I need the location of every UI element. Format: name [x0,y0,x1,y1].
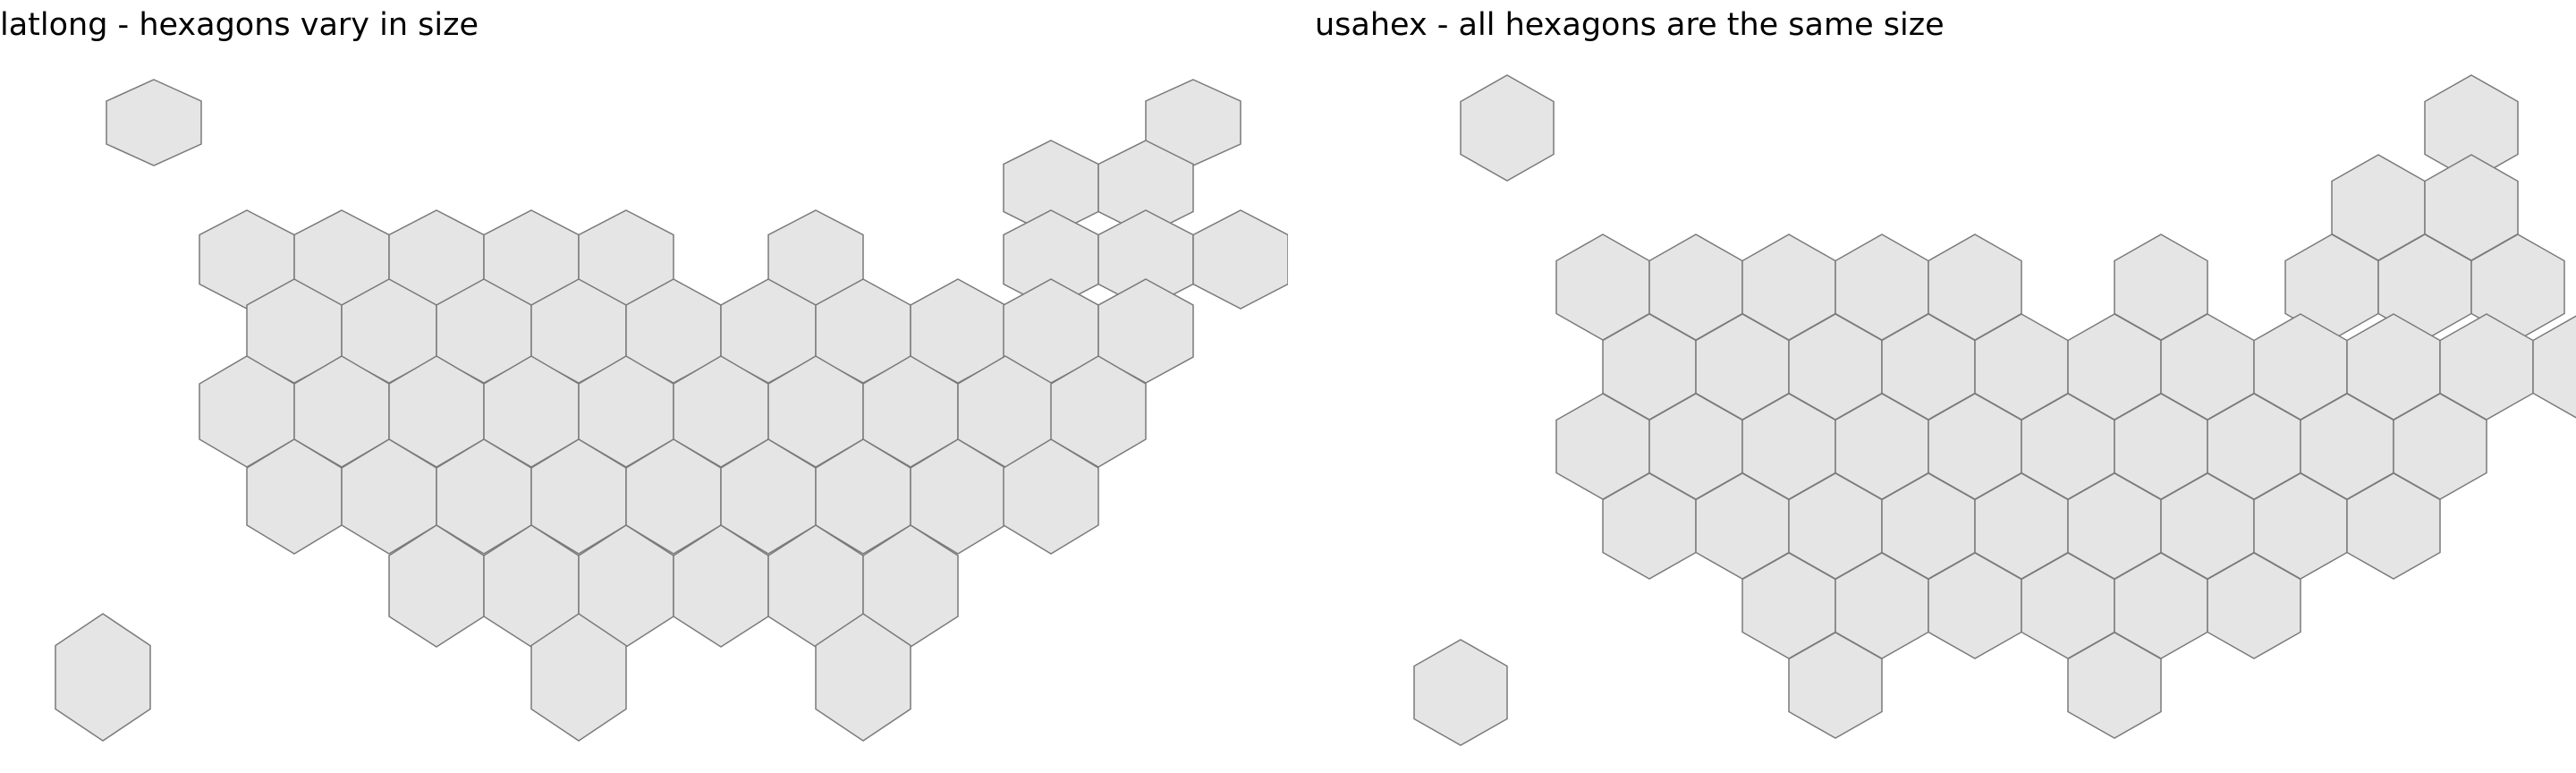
hex-tile [1788,632,1883,739]
hex-tile [2532,315,2576,419]
hex-map-usahex [1413,74,2576,746]
hex-tile [1460,74,1555,182]
hex-tile [2207,552,2301,659]
hex-tile [1413,639,1508,746]
hex-tile [55,613,151,742]
hex-tile [1192,209,1288,310]
hex-tile [1050,355,1147,468]
hex-tile [1003,438,1099,555]
hex-tile [2067,632,2162,739]
panel-title-latlong: latlong - hexagons vary in size [0,7,479,43]
hex-tile [1097,278,1194,384]
hex-map-latlong [55,79,1288,742]
panel-latlong: latlong - hexagons vary in size [0,7,1288,742]
hex-tile [530,613,627,742]
hex-tile [106,79,202,166]
hex-tile [2346,472,2441,580]
hex-tile [815,613,911,742]
panel-usahex: usahex - all hexagons are the same size [1288,0,2576,773]
panel-title-usahex: usahex - all hexagons are the same size [1315,7,1945,43]
